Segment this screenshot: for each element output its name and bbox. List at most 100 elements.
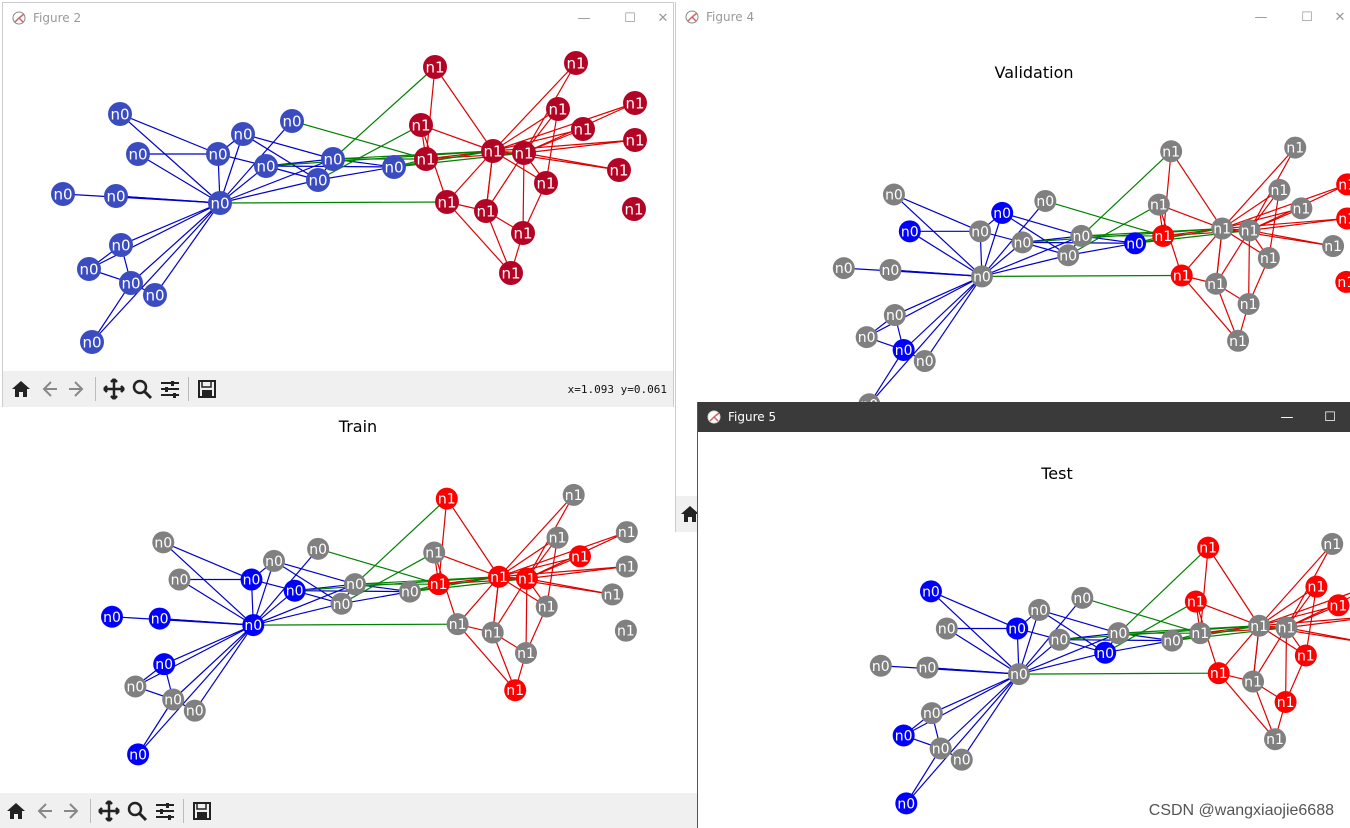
node-label: n1 bbox=[1297, 649, 1315, 665]
graph-edge bbox=[137, 624, 254, 755]
maximize-icon[interactable]: ☐ bbox=[1301, 9, 1313, 25]
graph-node bbox=[80, 330, 104, 354]
graph-edge bbox=[894, 275, 983, 316]
graph-node bbox=[1006, 617, 1029, 640]
home-icon[interactable] bbox=[2, 797, 30, 825]
close-icon[interactable]: ✕ bbox=[1334, 9, 1346, 25]
node-label: n1 bbox=[1330, 598, 1348, 614]
graph-edge bbox=[905, 673, 1020, 804]
forward-icon[interactable] bbox=[63, 375, 91, 403]
graph-node bbox=[446, 613, 469, 636]
graph-edge bbox=[172, 624, 254, 700]
graph-node bbox=[77, 257, 101, 281]
node-label: n0 bbox=[973, 269, 991, 285]
graph-node bbox=[515, 567, 538, 590]
graph-edge bbox=[393, 150, 494, 168]
maximize-icon[interactable]: ☐ bbox=[624, 10, 636, 26]
graph-node bbox=[622, 197, 646, 221]
graph-node bbox=[1274, 691, 1297, 713]
node-label: n1 bbox=[617, 624, 635, 640]
node-label: n0 bbox=[885, 188, 903, 204]
zoom-icon[interactable] bbox=[123, 797, 151, 825]
figure-4-titlebar[interactable]: Figure 4 — ☐ ✕ bbox=[676, 2, 1350, 32]
graph-node bbox=[1305, 575, 1328, 598]
node-label: n0 bbox=[308, 171, 327, 189]
graph-node bbox=[601, 583, 624, 606]
graph-node bbox=[306, 168, 330, 192]
configure-subplots-icon[interactable] bbox=[151, 797, 179, 825]
graph-edge bbox=[1181, 275, 1239, 342]
node-label: n1 bbox=[506, 683, 524, 699]
graph-node bbox=[623, 91, 647, 115]
minimize-icon[interactable]: — bbox=[1280, 409, 1294, 425]
forward-icon[interactable] bbox=[58, 797, 86, 825]
graph-node bbox=[970, 265, 993, 288]
zoom-icon[interactable] bbox=[128, 375, 156, 403]
graph-edge bbox=[1222, 183, 1348, 230]
graph-node bbox=[1322, 235, 1345, 258]
node-label: n1 bbox=[1278, 621, 1296, 637]
graph-edge bbox=[1285, 627, 1288, 703]
node-label: n0 bbox=[895, 343, 913, 359]
node-label: n1 bbox=[1308, 580, 1326, 596]
graph-node bbox=[263, 549, 285, 572]
graph-edge bbox=[1067, 204, 1160, 256]
node-label: n1 bbox=[437, 193, 456, 211]
graph-edge bbox=[253, 603, 342, 626]
graph-edge bbox=[903, 275, 983, 351]
figure-2-titlebar[interactable]: Figure 2 — ☐ ✕ bbox=[3, 3, 673, 33]
save-icon[interactable] bbox=[188, 797, 216, 825]
graph-edge bbox=[1200, 627, 1287, 634]
node-label: n0 bbox=[171, 573, 189, 589]
graph-node bbox=[1048, 628, 1071, 651]
node-label: n0 bbox=[164, 693, 182, 709]
graph-node bbox=[1170, 264, 1193, 287]
back-icon[interactable] bbox=[35, 375, 63, 403]
graph-node bbox=[615, 555, 638, 578]
node-label: n0 bbox=[872, 659, 890, 675]
graph-edge bbox=[1221, 189, 1280, 230]
graph-edge bbox=[317, 548, 439, 585]
graph-edge bbox=[1286, 627, 1350, 641]
graph-node bbox=[127, 743, 150, 766]
graph-edge bbox=[1018, 652, 1106, 675]
graph-node bbox=[481, 139, 505, 163]
figure-5-titlebar[interactable]: Figure 5 — ☐ bbox=[698, 402, 1350, 432]
node-label: n1 bbox=[549, 531, 567, 547]
maximize-icon[interactable]: ☐ bbox=[1324, 409, 1336, 425]
graph-edge bbox=[1002, 212, 1082, 237]
graph-edge bbox=[219, 201, 448, 204]
graph-edge bbox=[91, 202, 221, 343]
graph-node bbox=[1327, 594, 1350, 617]
graph-edge bbox=[135, 624, 254, 688]
configure-subplots-icon[interactable] bbox=[156, 375, 184, 403]
graph-edge bbox=[1082, 597, 1201, 634]
graph-node bbox=[535, 595, 558, 618]
graph-edge bbox=[931, 673, 1020, 714]
graph-edge bbox=[981, 274, 1182, 277]
pan-icon[interactable] bbox=[95, 797, 123, 825]
graph-node bbox=[1294, 644, 1317, 667]
node-label: n0 bbox=[916, 354, 934, 370]
close-icon[interactable]: ✕ bbox=[657, 10, 669, 26]
minimize-icon[interactable]: — bbox=[577, 10, 591, 26]
graph-node bbox=[104, 184, 128, 208]
node-label: n0 bbox=[1163, 634, 1181, 650]
node-label: n1 bbox=[1244, 675, 1262, 691]
back-icon[interactable] bbox=[30, 797, 58, 825]
node-label: n0 bbox=[346, 577, 364, 593]
minimize-icon[interactable]: — bbox=[1254, 9, 1268, 25]
home-icon[interactable] bbox=[7, 375, 35, 403]
graph-edge bbox=[265, 150, 494, 167]
graph-node bbox=[240, 568, 263, 591]
node-label: n0 bbox=[901, 224, 919, 240]
save-icon[interactable] bbox=[193, 375, 221, 403]
pan-icon[interactable] bbox=[100, 375, 128, 403]
node-label: n1 bbox=[1266, 732, 1284, 748]
home-icon[interactable] bbox=[680, 504, 700, 528]
node-label: n0 bbox=[886, 308, 904, 324]
